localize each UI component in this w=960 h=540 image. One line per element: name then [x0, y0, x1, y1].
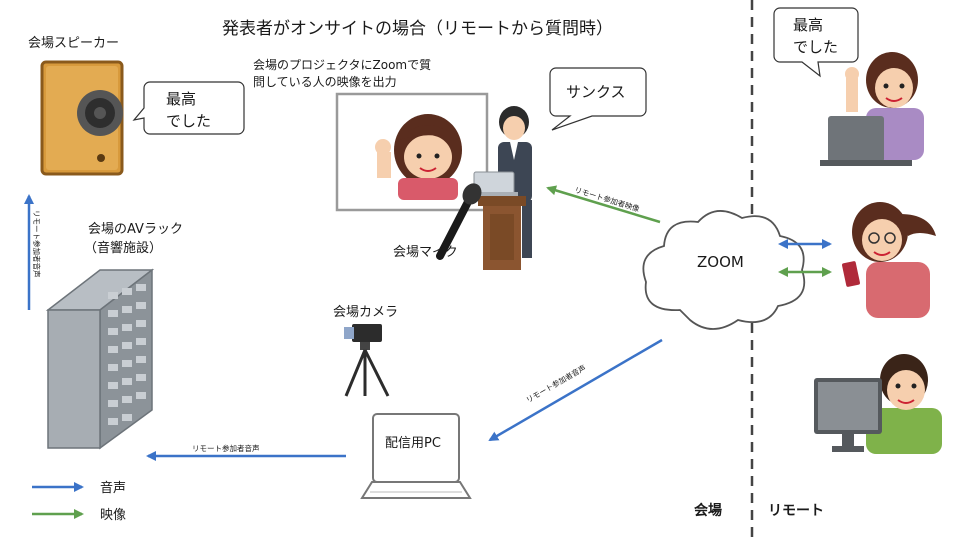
zone-remote-label: リモート: [768, 503, 824, 519]
legend-audio-label: 音声: [100, 480, 126, 496]
smartphone-icon: [842, 261, 860, 287]
streaming-pc-label: 配信用PC: [385, 436, 441, 451]
speaker-bubble: 最高 でした: [132, 81, 245, 135]
desktop-monitor-icon: [814, 378, 882, 452]
camera-label: 会場カメラ: [333, 305, 398, 320]
presenter-bubble: サンクス: [549, 67, 647, 131]
speaker-icon: [40, 60, 124, 176]
legend: 音声 映像: [32, 480, 126, 523]
av-rack-label-line2: （音響施設）: [84, 240, 162, 256]
remote-laptop-icon: [820, 116, 912, 166]
arrow-audio-to-speaker-label: リモート参加者音声: [32, 210, 42, 278]
legend-video-label: 映像: [100, 508, 126, 523]
arrow-video-to-projector: [546, 185, 661, 224]
arrow-zoom-to-pc-label: リモート参加者音声: [524, 362, 587, 404]
diagram-title: 発表者がオンサイトの場合（リモートから質問時）: [222, 19, 613, 39]
speaker-bubble-line2: でした: [166, 112, 211, 130]
zoom-cloud: ZOOM: [642, 210, 806, 330]
remote-person3-icon: [866, 354, 942, 454]
streaming-pc-icon: [360, 413, 472, 499]
remote-person1-bubble: 最高 でした: [773, 7, 859, 78]
podium-icon: [478, 196, 526, 270]
projector-note-line2: 問している人の映像を出力: [253, 75, 397, 89]
microphone-icon: [436, 183, 482, 260]
presenter-bubble-text: サンクス: [566, 83, 626, 101]
speaker-label: 会場スピーカー: [28, 36, 119, 51]
av-rack-icon: [45, 268, 155, 450]
laptop-on-podium-icon: [470, 171, 518, 196]
av-rack-label-line1: 会場のAVラック: [88, 222, 183, 237]
arrow-pc-to-rack-label: リモート参加者音声: [192, 443, 260, 453]
projected-person-icon: [375, 114, 462, 200]
remote-person1-bubble-line2: でした: [793, 38, 838, 56]
zoom-label: ZOOM: [697, 253, 744, 271]
projector-note-line1: 会場のプロジェクタにZoomで質: [253, 57, 431, 72]
remote-person1-bubble-line1: 最高: [793, 16, 823, 34]
arrow-zoom-to-pc: [488, 338, 663, 442]
remote-person2-icon: [852, 202, 936, 318]
mic-label: 会場マイク: [393, 245, 458, 260]
projector-screen: [335, 92, 489, 212]
speaker-bubble-line1: 最高: [166, 90, 196, 108]
zone-venue-label: 会場: [694, 502, 722, 519]
camera-icon: [344, 324, 390, 397]
